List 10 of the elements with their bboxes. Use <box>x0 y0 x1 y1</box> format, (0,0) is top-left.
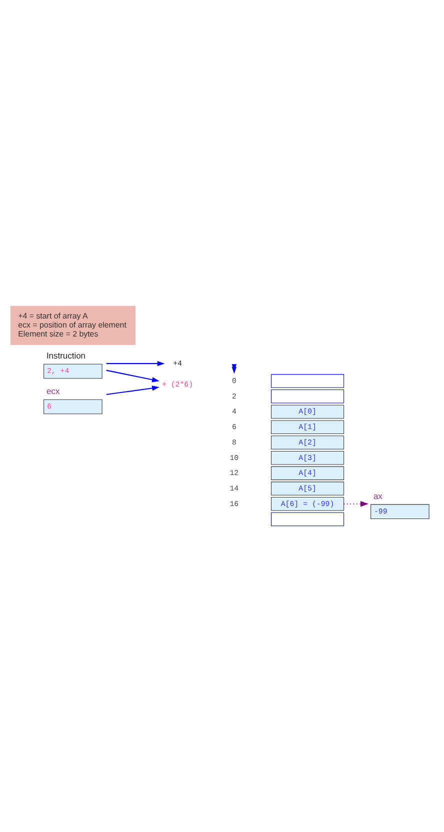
node-label: Instruction <box>46 350 86 361</box>
arrow <box>344 501 368 507</box>
node-box <box>270 512 344 526</box>
node-box <box>270 374 344 388</box>
node-box <box>270 390 344 404</box>
node-label: ecx <box>46 386 60 396</box>
arrow <box>106 386 160 396</box>
arrow <box>106 360 165 366</box>
node-label: ax <box>373 491 382 502</box>
arrow <box>106 370 160 382</box>
